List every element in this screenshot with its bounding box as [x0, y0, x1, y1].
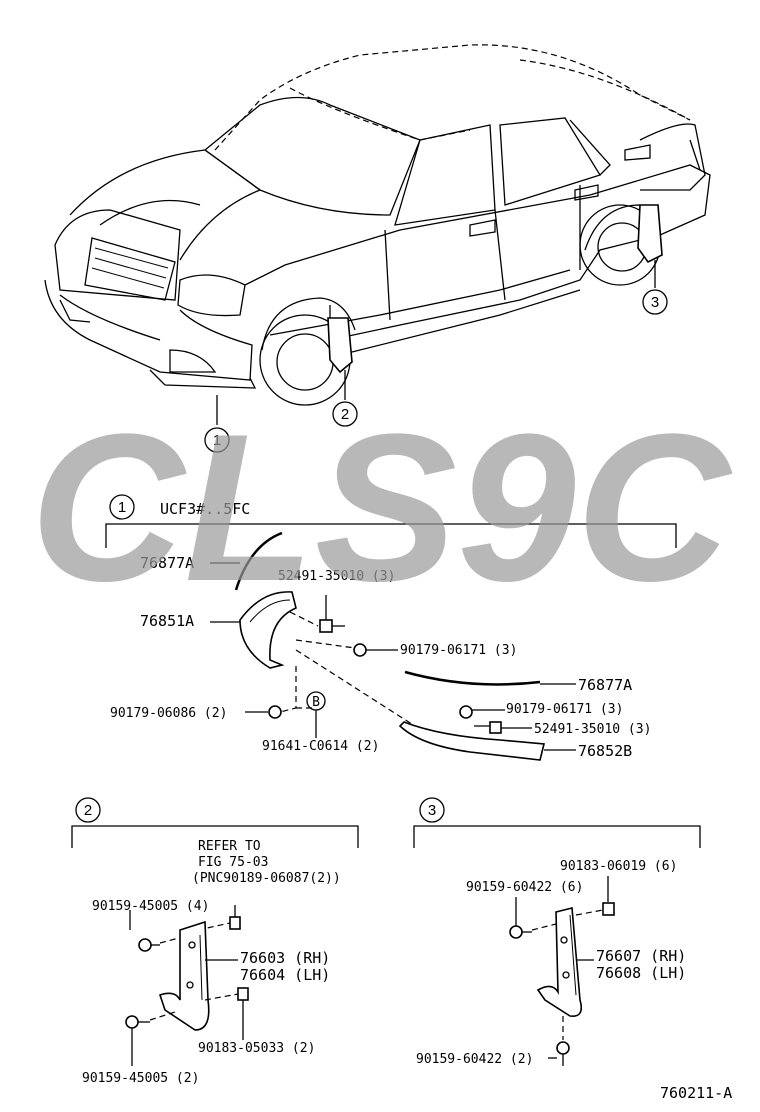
part-76877a-top: 76877A	[140, 554, 194, 572]
callout-label: 1	[213, 432, 221, 449]
part-91641: 91641-C0614 (2)	[262, 739, 379, 754]
model-code: UCF3#..5FC	[160, 500, 250, 518]
callout-2-car: 2	[332, 401, 358, 427]
part-76603: 76603 (RH)	[240, 949, 330, 967]
part-52491-top: 52491-35010 (3)	[278, 569, 395, 584]
refer-line-1: REFER TO	[198, 839, 261, 854]
part-90159-top-rear: 90159-60422 (6)	[466, 880, 583, 895]
part-76851a: 76851A	[140, 612, 194, 630]
part-90159-bottom: 90159-45005 (2)	[82, 1071, 199, 1086]
section-2: 2 REFER TO FIG 75-03 (PNC90189-06087(2))…	[71, 797, 359, 1086]
watermark: CLS9C	[30, 390, 733, 625]
section-1: 1 UCF3#..5FC 76877A 76851A 52491-35010 (…	[105, 494, 677, 761]
car-illustration	[44, 44, 711, 425]
part-90183-rear: 90183-06019 (6)	[560, 859, 677, 874]
part-90179-top: 90179-06171 (3)	[400, 643, 517, 658]
callout-3-car: 3	[642, 289, 668, 315]
part-52491-bottom: 52491-35010 (3)	[534, 722, 651, 737]
figure-id: 760211-A	[660, 1084, 732, 1102]
part-76852b: 76852B	[578, 742, 632, 760]
part-90159-bottom-rear: 90159-60422 (2)	[416, 1052, 533, 1067]
part-76877a-bottom: 76877A	[578, 676, 632, 694]
callout-label: 2	[341, 406, 349, 423]
part-76608: 76608 (LH)	[596, 964, 686, 982]
section-3-number: 3	[428, 802, 436, 819]
part-76604: 76604 (LH)	[240, 966, 330, 984]
refer-line-2: FIG 75-03	[198, 855, 268, 870]
section-1-number: 1	[118, 499, 126, 516]
part-90179-06086: 90179-06086 (2)	[110, 706, 227, 721]
callout-label: 3	[651, 294, 659, 311]
part-90179-bottom: 90179-06171 (3)	[506, 702, 623, 717]
part-90183: 90183-05033 (2)	[198, 1041, 315, 1056]
part-90159-top: 90159-45005 (4)	[92, 899, 209, 914]
callout-1-car: 1	[204, 427, 230, 453]
part-76607: 76607 (RH)	[596, 947, 686, 965]
section-3: 3 90183-06019 (6) 90159-60422 (6) 76607 …	[413, 797, 701, 1067]
section-2-number: 2	[84, 802, 92, 819]
refer-line-3: (PNC90189-06087(2))	[192, 871, 341, 886]
callout-b: B	[312, 695, 320, 710]
